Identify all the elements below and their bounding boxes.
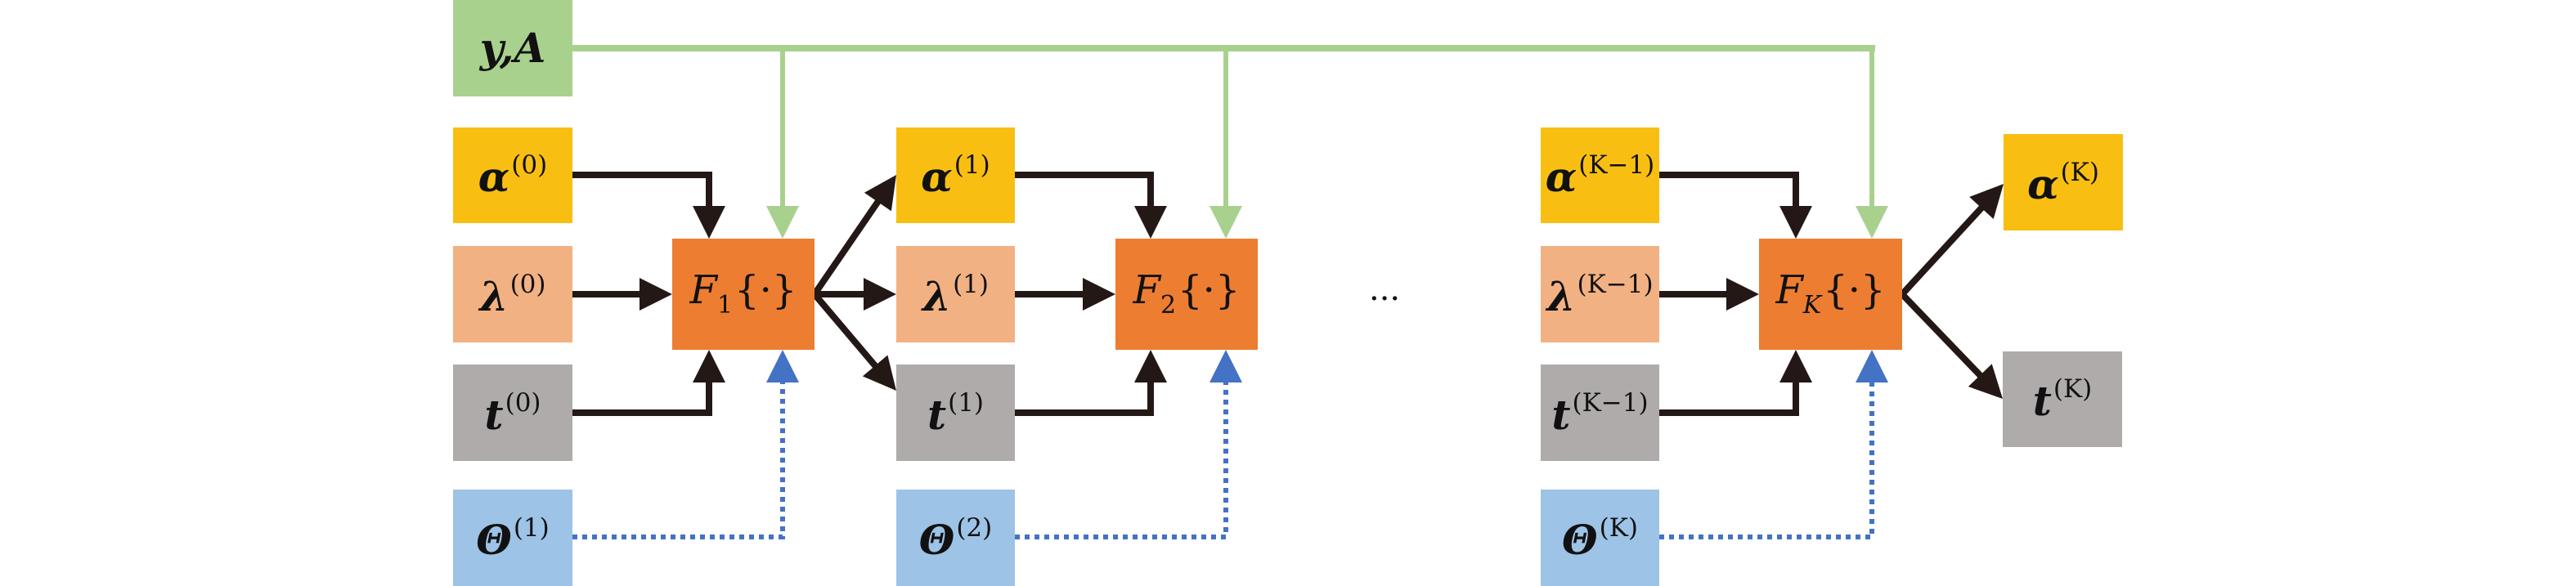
arrowhead-icon xyxy=(864,278,896,311)
t-symbol: t xyxy=(484,390,504,439)
lambda-superscript: (0) xyxy=(509,269,546,299)
function-output-line xyxy=(1900,203,1986,297)
theta-superscript: (1) xyxy=(513,512,550,543)
alpha-input-box: α(1) xyxy=(896,127,1015,223)
arrowhead-icon xyxy=(1856,350,1888,382)
arrowhead-icon xyxy=(693,206,725,239)
theta-to-function-line xyxy=(1015,382,1228,539)
function-subscript: 1 xyxy=(716,291,734,320)
t-superscript: (K−1) xyxy=(1572,387,1649,418)
function-output-line xyxy=(811,197,882,297)
t-input-box: t(1) xyxy=(896,365,1015,461)
alpha-symbol: α xyxy=(2027,159,2059,208)
arrowhead-icon xyxy=(1779,350,1812,382)
alpha-superscript: (0) xyxy=(511,150,548,180)
t-to-function-line xyxy=(1015,379,1154,416)
arrowhead-icon xyxy=(766,206,799,239)
alpha-superscript: (1) xyxy=(954,150,990,180)
arrowhead-icon xyxy=(640,278,672,311)
alpha-symbol: α xyxy=(1545,153,1577,201)
theta-to-function-line xyxy=(1659,382,1874,539)
function-name: F xyxy=(1775,267,1803,313)
arrowhead-icon xyxy=(1209,350,1242,382)
theta-symbol: Θ xyxy=(476,515,512,564)
alpha-input-box: α(K−1) xyxy=(1541,127,1659,223)
t-symbol: t xyxy=(1551,390,1571,439)
function-name: F xyxy=(689,267,717,313)
arrowhead-icon xyxy=(1726,278,1759,311)
function-output-line xyxy=(811,292,880,371)
arrowhead-icon xyxy=(1134,206,1167,239)
alpha-to-function-line xyxy=(572,172,712,209)
function-argument: {·} xyxy=(1823,267,1886,313)
measurement-label: y,A xyxy=(479,24,546,72)
t-symbol: t xyxy=(927,390,947,439)
function-block: F2{·} xyxy=(1115,239,1258,350)
theta-superscript: (K) xyxy=(1599,512,1638,543)
lambda-input-box: λ(0) xyxy=(453,246,572,342)
alpha-to-function-line xyxy=(1659,172,1799,209)
lambda-input-box: λ(1) xyxy=(896,246,1015,342)
theta-to-function-line xyxy=(572,382,785,539)
arrowhead-icon xyxy=(1969,184,2004,219)
arrowhead-icon xyxy=(1968,364,2003,399)
theta-param-box: Θ(K) xyxy=(1541,490,1659,586)
t-symbol: t xyxy=(2032,377,2052,425)
t-input-box: t(K−1) xyxy=(1541,365,1659,461)
t-superscript: (0) xyxy=(505,387,541,418)
t-to-function-line xyxy=(572,379,712,416)
arrowhead-icon xyxy=(864,175,896,212)
arrowhead-icon xyxy=(1209,206,1242,239)
alpha-superscript: (K) xyxy=(2060,157,2099,187)
function-subscript: K xyxy=(1802,291,1822,320)
function-subscript: 2 xyxy=(1160,291,1177,320)
lambda-input-box: λ(K−1) xyxy=(1541,246,1659,342)
function-argument: {·} xyxy=(734,267,797,313)
t-superscript: (1) xyxy=(948,387,985,418)
alpha-input-box: α(0) xyxy=(453,127,572,223)
theta-superscript: (2) xyxy=(956,512,993,543)
t-superscript: (K) xyxy=(2053,374,2093,404)
alpha-superscript: (K−1) xyxy=(1578,150,1655,180)
alpha-output-box: α(K) xyxy=(2004,134,2123,230)
ellipsis: ··· xyxy=(1369,280,1401,318)
measurement-box: y,A xyxy=(453,0,572,96)
lambda-superscript: (K−1) xyxy=(1577,269,1654,299)
theta-symbol: Θ xyxy=(1562,515,1598,564)
lambda-superscript: (1) xyxy=(953,269,989,299)
arrowhead-icon xyxy=(1083,278,1115,311)
arrowhead-icon xyxy=(1134,350,1167,382)
function-block: F1{·} xyxy=(672,239,815,350)
function-name: F xyxy=(1133,267,1160,313)
theta-param-box: Θ(2) xyxy=(896,490,1015,586)
arrowhead-icon xyxy=(1779,206,1812,239)
arrowhead-icon xyxy=(862,355,896,391)
alpha-to-function-line xyxy=(1015,172,1154,209)
function-block: FK{·} xyxy=(1759,239,1902,350)
arrowhead-icon xyxy=(1856,206,1888,239)
lambda-symbol: λ xyxy=(1546,271,1576,320)
t-output-box: t(K) xyxy=(2003,351,2122,447)
lambda-symbol: λ xyxy=(479,271,509,320)
arrowhead-icon xyxy=(693,350,725,382)
function-argument: {·} xyxy=(1178,267,1241,313)
alpha-symbol: α xyxy=(478,153,510,201)
alpha-symbol: α xyxy=(921,153,953,201)
function-output-line xyxy=(1900,292,1985,380)
lambda-symbol: λ xyxy=(922,271,952,320)
t-to-function-line xyxy=(1659,379,1799,416)
theta-param-box: Θ(1) xyxy=(453,490,572,586)
t-input-box: t(0) xyxy=(453,365,572,461)
arrowhead-icon xyxy=(766,350,799,382)
theta-symbol: Θ xyxy=(918,515,955,564)
